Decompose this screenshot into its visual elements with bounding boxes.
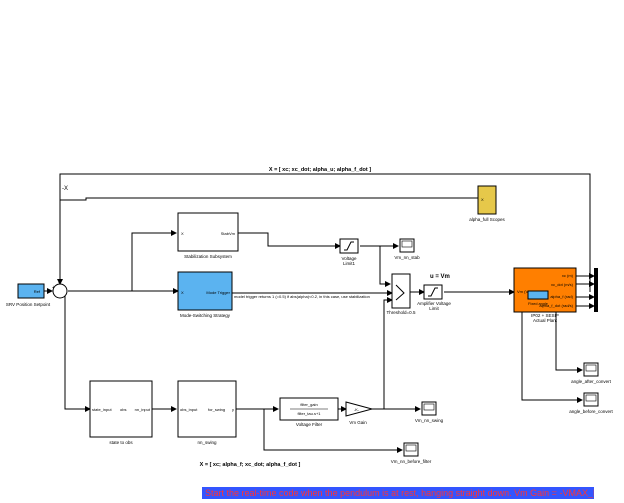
stabilization-subsystem[interactable]	[177, 212, 239, 252]
mode-label: Mode-Switching Strategy	[180, 313, 231, 318]
threshold-label: Threshold=0.5	[387, 310, 416, 315]
vm-gain-value: -K-	[354, 408, 360, 412]
vm-gain-block[interactable]	[345, 401, 374, 417]
vm-nn-before-filter-label: Vm_nn_before_filter	[391, 459, 432, 464]
fix-angle-block[interactable]	[527, 290, 549, 300]
wire-vm-gain-switch	[372, 297, 393, 410]
state-obs-in: state_input	[92, 407, 112, 412]
alpha-full-scopes-block[interactable]	[477, 185, 497, 215]
wire-to-alpha-scopes	[60, 197, 481, 210]
alpha-scopes-port: X	[481, 197, 484, 202]
state-obs-out: nn_input	[135, 407, 151, 412]
plant-sublabel: Actual Plant	[533, 318, 558, 323]
feedback-wire-top	[57, 173, 591, 292]
plant-out-xc-dot: xc_dot (m/s)	[551, 282, 574, 287]
bottom-state-label: X = [ xc; alpha_f; xc_dot; alpha_f_dot ]	[200, 462, 301, 468]
wire-angle-before	[521, 297, 583, 403]
mode-switching-strategy[interactable]	[177, 271, 233, 311]
neg-x-label: -X	[62, 186, 68, 192]
scope-icon	[401, 240, 413, 248]
mode-out-port: Mode Trigger	[206, 290, 230, 295]
plant-in-port: Vm (V)	[517, 289, 530, 294]
vm-nn-swing-label: Vm_nn_swing	[415, 418, 444, 423]
stab-in-port: X	[181, 231, 184, 236]
sum-block[interactable]	[52, 283, 68, 299]
nn-swing-block[interactable]	[177, 380, 237, 438]
stab-out-port: StabVm	[221, 231, 236, 236]
wire-limit1-switch	[360, 245, 391, 287]
saturation-icon	[344, 241, 354, 251]
sum-minus-sign: -	[58, 280, 60, 286]
mode-note: model trigger returns 1 (=0.5) if abs(al…	[234, 294, 370, 299]
wire-to-state-obs	[64, 296, 91, 412]
mux-block[interactable]	[594, 268, 598, 312]
stab-label: Stabilization Subsystem	[184, 254, 232, 259]
scope-icon	[585, 394, 597, 402]
plant-out-alpha-dot: alpha_f_dot (rad/s)	[539, 303, 573, 308]
plant-label: IP02 + SESIP	[531, 313, 559, 318]
plant-out-alpha: alpha_f (rad)	[550, 294, 573, 299]
scope-icon	[405, 444, 417, 452]
filter-numerator: filter_gain	[300, 402, 317, 407]
wire-stab-out	[238, 232, 341, 249]
top-state-label: X = [ xc; xc_dot; alpha_u; alpha_f_dot ]	[269, 167, 371, 173]
wire-swing-before-filter	[263, 409, 403, 453]
nn-swing-label: nn_swing	[197, 440, 217, 445]
wire-angle-after	[555, 295, 583, 373]
angle-after-label: angle_after_convert	[571, 379, 612, 384]
setpoint-label: SRV Position Setpoint	[6, 302, 51, 307]
wire-to-stab	[131, 230, 177, 291]
alpha-scopes-label: alpha_full Scopes	[469, 217, 505, 222]
angle-before-label: angle_before_convert	[569, 409, 613, 414]
nn-swing-mid: for_swing	[208, 407, 225, 412]
state-to-obs-block[interactable]	[89, 380, 153, 438]
scope-icon	[423, 403, 435, 411]
plant-out-xc: xc (m)	[562, 273, 574, 278]
vm-gain-label: Vm Gain	[349, 420, 367, 425]
state-obs-mid: obs	[120, 407, 126, 412]
sum-plus-sign: +	[52, 285, 55, 291]
state-obs-label: state to obs	[109, 440, 133, 445]
threshold-switch[interactable]	[391, 273, 411, 309]
u-label: u = Vm	[430, 274, 450, 280]
nn-swing-out: y	[232, 407, 234, 412]
vm-nn-stab-label: Vm_nn_stab	[394, 255, 420, 260]
nn-swing-in: obs_input	[180, 407, 198, 412]
mode-in-port: X	[181, 290, 184, 295]
actual-plant[interactable]	[513, 267, 577, 313]
footer-note: Start the real-time code when the pendul…	[202, 487, 594, 499]
setpoint-block[interactable]	[17, 283, 45, 299]
filter-denominator: filter_tau.s+1	[297, 411, 321, 416]
setpoint-port: Ref	[34, 289, 41, 294]
scope-icon	[585, 364, 597, 372]
switch-icon	[395, 284, 405, 301]
saturation-icon	[428, 287, 438, 297]
filter-label: Voltage Filter	[296, 422, 323, 427]
fix-angle-label: Fixed angle	[528, 302, 548, 306]
